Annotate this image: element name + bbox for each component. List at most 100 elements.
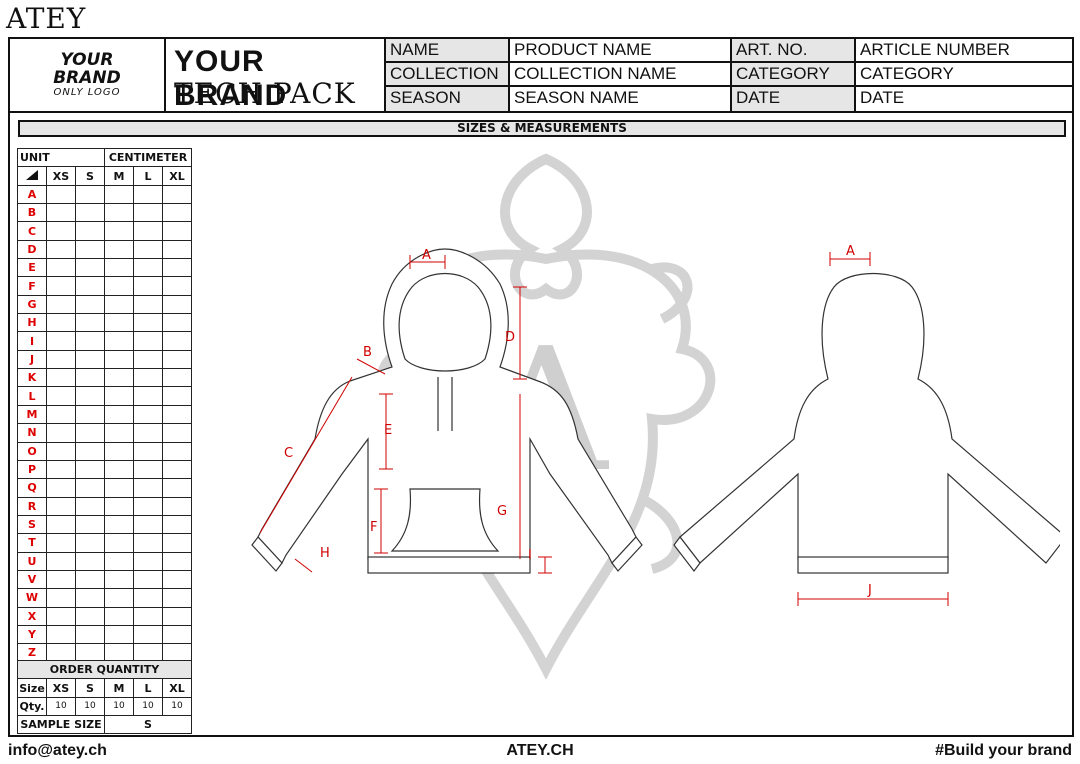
measurement-cell[interactable] xyxy=(133,368,163,388)
measurement-cell[interactable] xyxy=(104,478,134,498)
measurement-cell[interactable] xyxy=(46,533,76,553)
measurement-cell[interactable] xyxy=(46,203,76,223)
measurement-cell[interactable] xyxy=(162,239,192,260)
measurement-cell[interactable] xyxy=(46,331,76,351)
measurement-cell[interactable] xyxy=(75,258,105,278)
measurement-cell[interactable] xyxy=(104,313,134,333)
measurement-cell[interactable] xyxy=(162,441,192,461)
measurement-cell[interactable] xyxy=(133,569,163,590)
measurement-cell[interactable] xyxy=(133,386,163,406)
measurement-cell[interactable] xyxy=(133,496,163,516)
measurement-cell[interactable] xyxy=(104,624,134,645)
measurement-cell[interactable] xyxy=(75,239,105,260)
measurement-cell[interactable] xyxy=(162,588,192,608)
measurement-cell[interactable] xyxy=(104,459,134,480)
measurement-cell[interactable] xyxy=(46,514,76,535)
measurement-cell[interactable] xyxy=(133,203,163,223)
measurement-cell[interactable] xyxy=(75,514,105,535)
measurement-cell[interactable] xyxy=(46,441,76,461)
measurement-cell[interactable] xyxy=(104,606,134,626)
measurement-cell[interactable] xyxy=(104,221,134,241)
measurement-cell[interactable] xyxy=(104,386,134,406)
measurement-cell[interactable] xyxy=(46,368,76,388)
measurement-cell[interactable] xyxy=(162,423,192,443)
measurement-cell[interactable] xyxy=(104,331,134,351)
measurement-cell[interactable] xyxy=(46,184,76,205)
measurement-cell[interactable] xyxy=(133,551,163,571)
measurement-cell[interactable] xyxy=(75,349,105,370)
measurement-cell[interactable] xyxy=(46,349,76,370)
measurement-cell[interactable] xyxy=(75,551,105,571)
measurement-cell[interactable] xyxy=(104,551,134,571)
measurement-cell[interactable] xyxy=(133,533,163,553)
measurement-cell[interactable] xyxy=(104,203,134,223)
measurement-cell[interactable] xyxy=(162,496,192,516)
measurement-cell[interactable] xyxy=(75,569,105,590)
measurement-cell[interactable] xyxy=(46,404,76,425)
measurement-cell[interactable] xyxy=(75,203,105,223)
measurement-cell[interactable] xyxy=(133,423,163,443)
measurement-cell[interactable] xyxy=(133,276,163,296)
measurement-cell[interactable] xyxy=(46,551,76,571)
measurement-cell[interactable] xyxy=(46,496,76,516)
measurement-cell[interactable] xyxy=(104,588,134,608)
measurement-cell[interactable] xyxy=(104,533,134,553)
measurement-cell[interactable] xyxy=(75,221,105,241)
measurement-cell[interactable] xyxy=(133,441,163,461)
measurement-cell[interactable] xyxy=(162,404,192,425)
measurement-cell[interactable] xyxy=(162,221,192,241)
measurement-cell[interactable] xyxy=(75,184,105,205)
measurement-cell[interactable] xyxy=(133,349,163,370)
measurement-cell[interactable] xyxy=(133,606,163,626)
measurement-cell[interactable] xyxy=(46,386,76,406)
measurement-cell[interactable] xyxy=(104,294,134,315)
measurement-cell[interactable] xyxy=(162,606,192,626)
measurement-cell[interactable] xyxy=(75,331,105,351)
measurement-cell[interactable] xyxy=(104,404,134,425)
measurement-cell[interactable] xyxy=(133,294,163,315)
measurement-cell[interactable] xyxy=(104,514,134,535)
measurement-cell[interactable] xyxy=(133,624,163,645)
order-qty-m[interactable]: 10 xyxy=(104,696,134,717)
measurement-cell[interactable] xyxy=(75,533,105,553)
measurement-cell[interactable] xyxy=(162,349,192,370)
measurement-cell[interactable] xyxy=(75,441,105,461)
measurement-cell[interactable] xyxy=(75,368,105,388)
measurement-cell[interactable] xyxy=(133,239,163,260)
measurement-cell[interactable] xyxy=(75,423,105,443)
measurement-cell[interactable] xyxy=(75,588,105,608)
measurement-cell[interactable] xyxy=(133,404,163,425)
order-qty-xs[interactable]: 10 xyxy=(46,696,76,717)
measurement-cell[interactable] xyxy=(162,386,192,406)
measurement-cell[interactable] xyxy=(46,606,76,626)
measurement-cell[interactable] xyxy=(162,368,192,388)
measurement-cell[interactable] xyxy=(75,294,105,315)
measurement-cell[interactable] xyxy=(133,459,163,480)
measurement-cell[interactable] xyxy=(75,276,105,296)
measurement-cell[interactable] xyxy=(46,239,76,260)
measurement-cell[interactable] xyxy=(104,569,134,590)
measurement-cell[interactable] xyxy=(46,459,76,480)
measurement-cell[interactable] xyxy=(162,478,192,498)
measurement-cell[interactable] xyxy=(46,588,76,608)
measurement-cell[interactable] xyxy=(46,569,76,590)
measurement-cell[interactable] xyxy=(133,588,163,608)
measurement-cell[interactable] xyxy=(75,459,105,480)
measurement-cell[interactable] xyxy=(162,551,192,571)
measurement-cell[interactable] xyxy=(133,221,163,241)
measurement-cell[interactable] xyxy=(75,478,105,498)
measurement-cell[interactable] xyxy=(75,606,105,626)
measurement-cell[interactable] xyxy=(75,496,105,516)
measurement-cell[interactable] xyxy=(75,313,105,333)
measurement-cell[interactable] xyxy=(162,514,192,535)
measurement-cell[interactable] xyxy=(46,313,76,333)
measurement-cell[interactable] xyxy=(46,624,76,645)
measurement-cell[interactable] xyxy=(46,221,76,241)
measurement-cell[interactable] xyxy=(104,276,134,296)
measurement-cell[interactable] xyxy=(162,533,192,553)
measurement-cell[interactable] xyxy=(46,276,76,296)
measurement-cell[interactable] xyxy=(104,349,134,370)
measurement-cell[interactable] xyxy=(75,404,105,425)
measurement-cell[interactable] xyxy=(104,368,134,388)
measurement-cell[interactable] xyxy=(133,184,163,205)
